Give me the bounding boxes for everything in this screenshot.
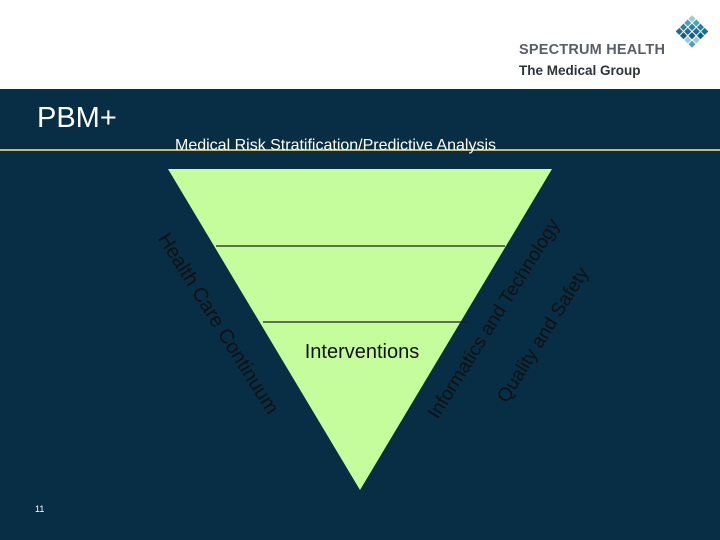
logo-wordmark: SPECTRUM HEALTH The Medical Group [519,43,665,77]
risk-stratification-label: Medical Risk Stratification/Predictive A… [175,137,496,154]
spectrum-health-logo-icon [675,15,709,48]
logo-line-1: SPECTRUM HEALTH [519,42,666,58]
page-number: 11 [35,504,45,514]
inverted-pyramid [168,169,552,490]
title-underline [0,149,720,151]
slide-title: PBM+ [37,102,117,134]
logo-line-2: The Medical Group [519,62,641,78]
header-bar: SPECTRUM HEALTH The Medical Group [0,0,720,89]
interventions-label: Interventions [305,341,420,363]
